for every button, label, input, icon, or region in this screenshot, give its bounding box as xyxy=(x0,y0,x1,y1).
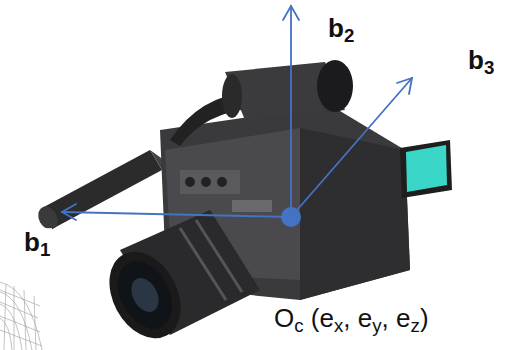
viewfinder xyxy=(170,60,353,146)
wireframe-mesh xyxy=(0,282,42,350)
origin-dot xyxy=(281,207,301,227)
axis-label: b1 xyxy=(22,228,52,257)
origin-label: Oc (ex, ey, ez) xyxy=(272,304,431,333)
axis-label: b2 xyxy=(326,14,356,43)
camera-lens xyxy=(95,210,260,350)
microphone xyxy=(34,150,178,233)
lcd-screen xyxy=(400,140,452,198)
axis-arrows xyxy=(62,6,412,220)
axis-label: b3 xyxy=(466,46,496,75)
